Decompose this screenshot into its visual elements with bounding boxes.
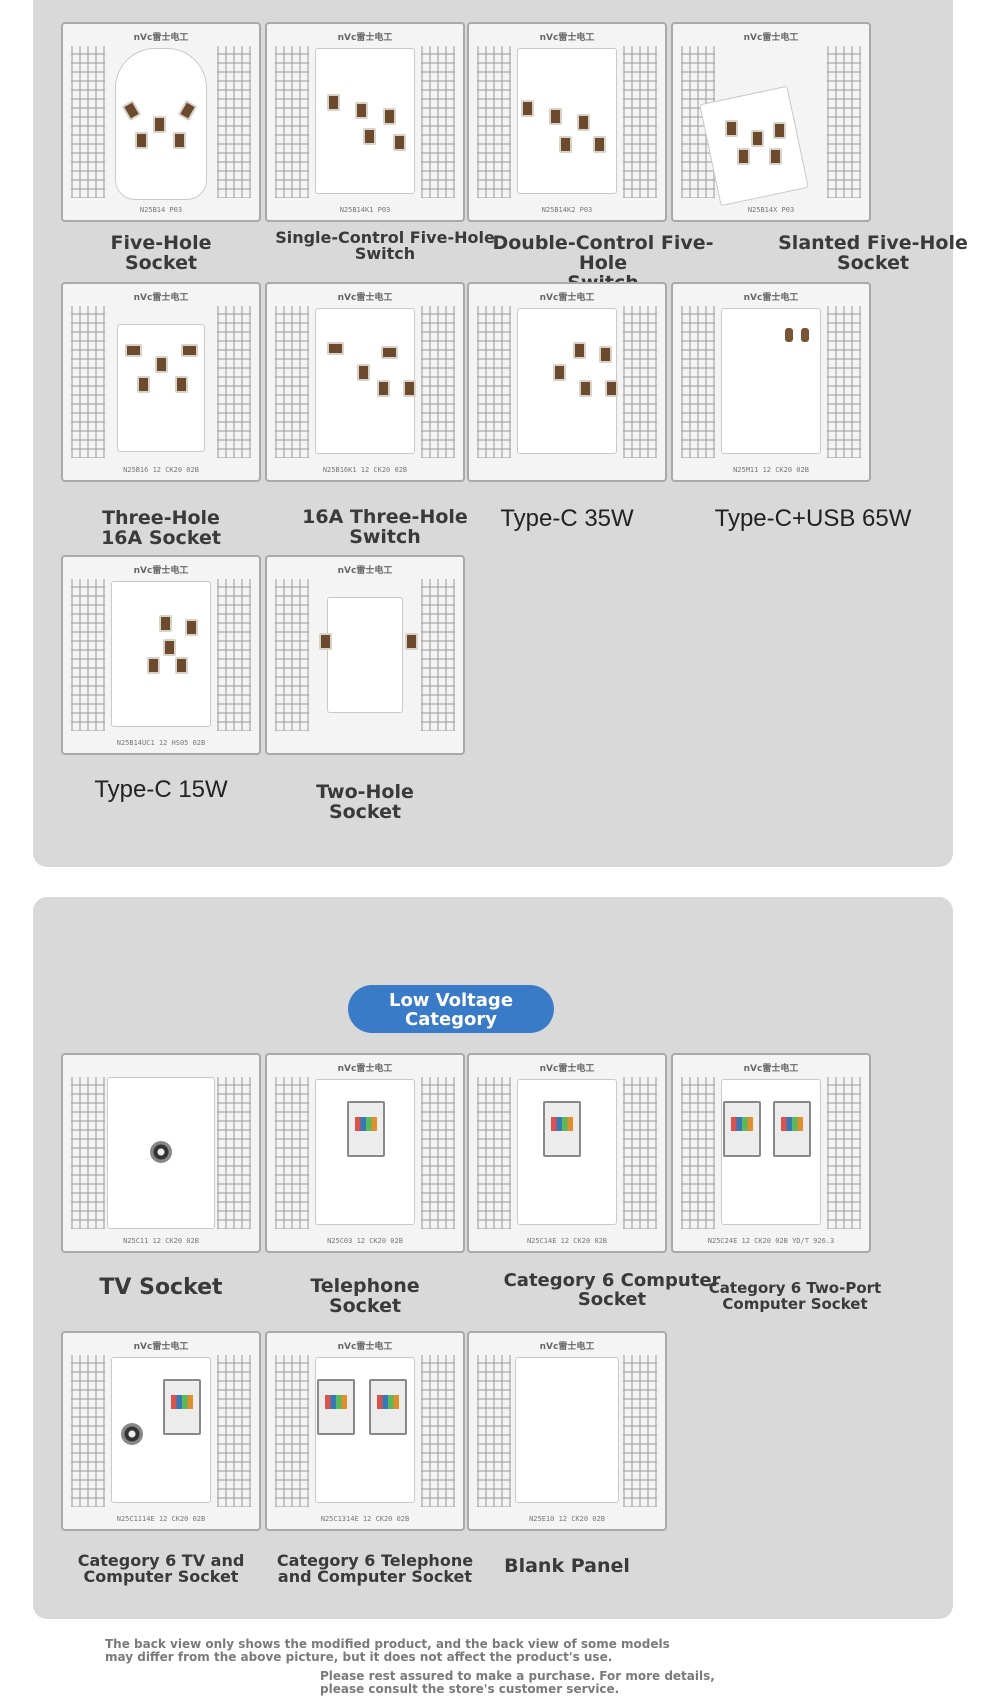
product-image-two-hole-socket: nVc雷士电工 xyxy=(265,555,465,755)
label-type-c-35w: Type-C 35W xyxy=(500,505,634,532)
product-image-slanted-five-hole-socket: nVc雷士电工 N25B14X P03 xyxy=(671,22,871,222)
product-image-blank-panel: nVc雷士电工 N25E10 12 CK20 02B xyxy=(467,1331,667,1531)
model-code: N25B14 P03 xyxy=(139,206,183,214)
brand-logo: nVc雷士电工 xyxy=(337,293,393,303)
brand-logo: nVc雷士电工 xyxy=(133,293,189,303)
model-code: N25E10 12 CK20 02B xyxy=(529,1515,605,1523)
model-code: N25B14UC1 12 HS05 02B xyxy=(116,739,206,747)
product-image-single-control-five-hole-switch: nVc雷士电工 N25B14K1 P03 xyxy=(265,22,465,222)
model-code: N25B14K2 P03 xyxy=(541,206,593,214)
brand-logo: nVc雷士电工 xyxy=(337,1064,393,1074)
brand-logo: nVc雷士电工 xyxy=(337,566,393,576)
product-image-telephone-socket: nVc雷士电工 N25C03 12 CK20 02B xyxy=(265,1053,465,1253)
product-image-three-hole-16a-socket: nVc雷士电工 N25B16 12 CK20 02B xyxy=(61,282,261,482)
model-code: N25M11 12 CK20 02B xyxy=(733,466,809,474)
product-image-category-6-computer-socket: nVc雷士电工 N25C14E 12 CK20 02B xyxy=(467,1053,667,1253)
label-type-c-15w: Type-C 15W xyxy=(94,776,228,803)
model-code: N25C1314E 12 CK20 02B xyxy=(320,1515,410,1523)
model-code: N25B16K1 12 CK20 02B xyxy=(322,466,408,474)
model-code: N25C14E 12 CK20 02B xyxy=(526,1237,608,1245)
product-image-type-c-usb-65w: nVc雷士电工 N25M11 12 CK20 02B xyxy=(671,282,871,482)
product-image-16a-three-hole-switch: nVc雷士电工 N25B16K1 12 CK20 02B xyxy=(265,282,465,482)
product-image-type-c-15w: nVc雷士电工 N25B14UC1 12 HS05 02B xyxy=(61,555,261,755)
product-image-category-6-two-port-computer-socket: nVc雷士电工 N25C24E 12 CK20 02B YD/T 926.3 xyxy=(671,1053,871,1253)
model-code: N25B16 12 CK20 02B xyxy=(123,466,199,474)
product-image-double-control-five-hole-switch: nVc雷士电工 N25B14K2 P03 xyxy=(467,22,667,222)
model-code: N25C24E 12 CK20 02B YD/T 926.3 xyxy=(707,1237,835,1245)
brand-logo: nVc雷士电工 xyxy=(539,33,595,43)
label-blank-panel: Blank Panel xyxy=(504,1555,630,1577)
brand-logo: nVc雷士电工 xyxy=(133,33,189,43)
brand-logo: nVc雷士电工 xyxy=(337,33,393,43)
model-code: N25C03 12 CK20 02B xyxy=(327,1237,403,1245)
label-type-c-usb-65w: Type-C+USB 65W xyxy=(714,505,912,532)
brand-logo: nVc雷士电工 xyxy=(539,293,595,303)
brand-logo: nVc雷士电工 xyxy=(539,1342,595,1352)
brand-logo: nVc雷士电工 xyxy=(133,1342,189,1352)
product-image-category-6-tv-and-computer-socket: nVc雷士电工 N25C1114E 12 CK20 02B xyxy=(61,1331,261,1531)
model-code: N25B14X P03 xyxy=(747,206,795,214)
product-image-tv-socket: N25C11 12 CK20 02B xyxy=(61,1053,261,1253)
brand-logo: nVc雷士电工 xyxy=(337,1342,393,1352)
product-image-five-hole-socket: nVc雷士电工 N25B14 P03 xyxy=(61,22,261,222)
category-title: Low Voltage Category xyxy=(348,985,554,1033)
model-code: N25C1114E 12 CK20 02B xyxy=(116,1515,206,1523)
power-products-section: nVc雷士电工 N25B14 P03 nVc雷士电工 N25B14K1 P03 … xyxy=(33,0,968,867)
brand-logo: nVc雷士电工 xyxy=(539,1064,595,1074)
product-image-category-6-telephone-and-computer-socket: nVc雷士电工 N25C1314E 12 CK20 02B xyxy=(265,1331,465,1531)
label-tv-socket: TV Socket xyxy=(99,1275,223,1300)
brand-logo: nVc雷士电工 xyxy=(743,293,799,303)
brand-logo: nVc雷士电工 xyxy=(743,1064,799,1074)
model-code: N25C11 12 CK20 02B xyxy=(123,1237,199,1245)
model-code: N25B14K1 P03 xyxy=(339,206,391,214)
product-image-type-c-35w: nVc雷士电工 xyxy=(467,282,667,482)
brand-logo: nVc雷士电工 xyxy=(743,33,799,43)
brand-logo: nVc雷士电工 xyxy=(133,566,189,576)
